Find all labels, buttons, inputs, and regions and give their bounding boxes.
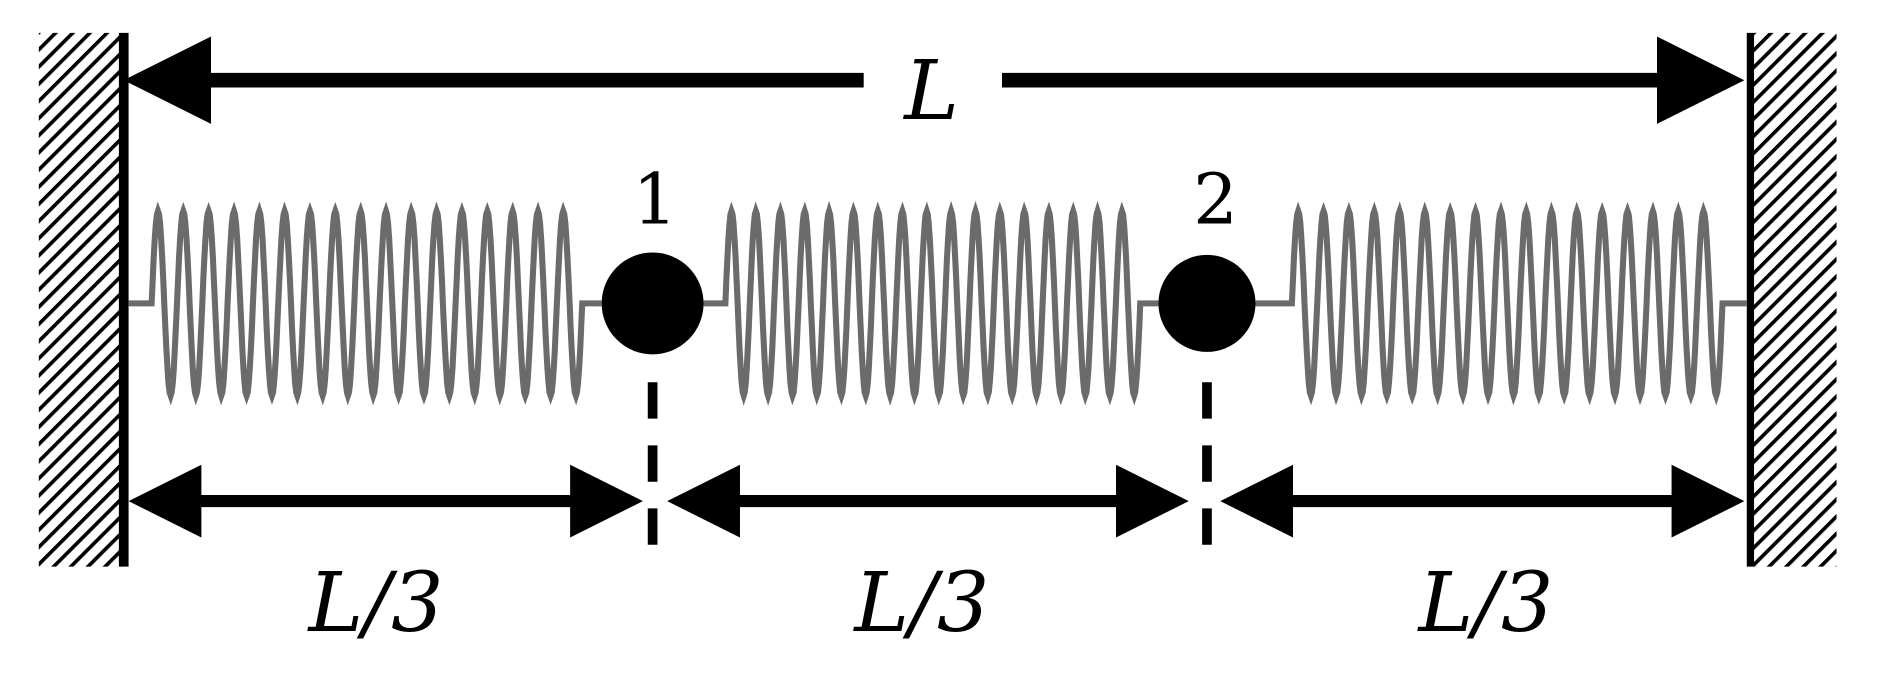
segment-label-1: L/3 bbox=[307, 555, 444, 651]
total-length-arrow: L bbox=[123, 36, 1745, 139]
mass-1 bbox=[601, 252, 704, 355]
mass-2 bbox=[1158, 254, 1256, 352]
segment-label-2: L/3 bbox=[852, 555, 989, 651]
total-length-label: L bbox=[902, 43, 959, 139]
mass-1-label: 1 bbox=[633, 158, 678, 240]
left-wall bbox=[38, 32, 129, 567]
spring-1 bbox=[128, 201, 602, 406]
mass-2-label: 2 bbox=[1193, 158, 1238, 240]
right-wall bbox=[1746, 32, 1837, 567]
spring-2 bbox=[703, 200, 1159, 406]
spring-3 bbox=[1255, 201, 1747, 406]
springs bbox=[128, 200, 1747, 406]
segment-label-3: L/3 bbox=[1416, 555, 1553, 651]
